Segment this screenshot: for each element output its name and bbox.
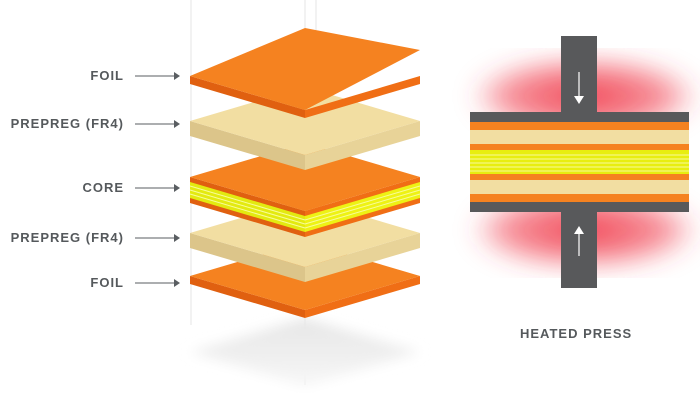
layer-foil-top — [190, 28, 420, 118]
layer-core — [189, 143, 421, 237]
stack-shadow — [190, 318, 420, 386]
press-arrow-down-icon — [574, 72, 584, 104]
label-prepreg-bottom: PREPREG (FR4) — [10, 230, 124, 245]
label-prepreg-top: PREPREG (FR4) — [10, 116, 124, 131]
label-core: CORE — [82, 180, 124, 195]
press-arrow-up-icon — [574, 226, 584, 256]
label-arrows — [135, 72, 180, 287]
label-foil-top: FOIL — [90, 68, 124, 83]
pressed-stack — [470, 112, 689, 212]
label-foil-bottom: FOIL — [90, 275, 124, 290]
heated-press-caption: HEATED PRESS — [520, 326, 633, 341]
heated-press — [470, 36, 700, 288]
layer-prepreg-top — [190, 87, 420, 170]
